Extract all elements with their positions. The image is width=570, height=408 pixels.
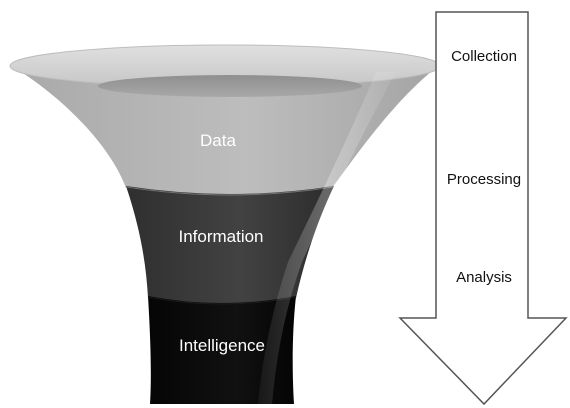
funnel-stage-intelligence bbox=[148, 296, 296, 404]
step-label-processing: Processing bbox=[447, 171, 521, 188]
stage-label-intelligence: Intelligence bbox=[179, 336, 265, 355]
funnel-divider-upper bbox=[125, 186, 334, 196]
step-label-collection: Collection bbox=[451, 48, 517, 65]
stage-label-information: Information bbox=[178, 227, 263, 246]
process-arrow bbox=[398, 11, 568, 406]
funnel-opening bbox=[98, 75, 362, 97]
stage-label-data: Data bbox=[200, 131, 236, 150]
funnel-stage-information bbox=[126, 186, 334, 305]
funnel-stage-data bbox=[12, 66, 438, 196]
funnel-highlight bbox=[258, 72, 396, 404]
step-label-analysis: Analysis bbox=[456, 269, 512, 286]
